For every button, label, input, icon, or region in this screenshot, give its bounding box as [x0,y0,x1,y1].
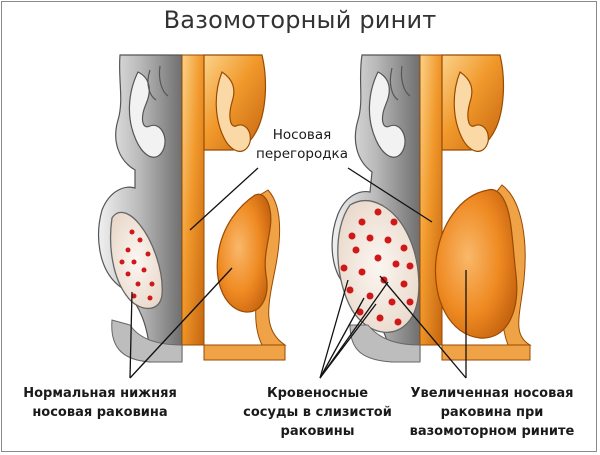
left-diagram-normal [97,54,287,363]
diagram-title: Вазомоторный ринит [163,6,437,34]
right-upper-gray-concha [368,71,406,158]
label-line: Кровеносные [266,386,369,401]
right-diagram-vasomotor [331,54,532,363]
label-line: Носовая [272,127,332,143]
label-line: перегородка [256,146,348,162]
right-gray-concha-vessels [340,208,414,326]
right-upper-orange-concha [453,71,489,152]
left-floor-gray [111,319,183,363]
left-lower-gray-concha [109,211,163,310]
label-normal-concha: Нормальная нижняя носовая раковина [5,384,195,422]
right-nasal-septum [419,54,443,346]
left-upper-gray-concha [128,71,166,158]
label-line: Нормальная нижняя [23,386,177,401]
left-gray-concha-vessels [119,229,155,301]
label-blood-vessels: Кровеносные сосуды в слизистой раковины [230,384,405,441]
label-line: раковина при [440,405,544,420]
label-line: раковины [280,424,355,439]
right-enlarged-orange-concha [434,188,518,339]
label-line: Увеличенная носовая [410,386,574,401]
left-lower-orange-concha [216,193,272,313]
left-floor-orange [203,344,286,361]
pointer-lines [129,167,467,379]
label-nasal-septum: Носовая перегородка [232,126,372,164]
right-floor-gray [349,324,421,363]
label-line: вазомоторном рините [409,424,575,439]
right-enlarged-gray-concha [337,200,420,333]
label-line: носовая раковина [32,405,168,420]
label-line: сосуды в слизистой [243,405,392,420]
label-enlarged-concha: Увеличенная носовая раковина при вазомот… [392,384,592,441]
left-upper-orange-concha [215,71,251,152]
right-floor-orange [441,344,531,361]
